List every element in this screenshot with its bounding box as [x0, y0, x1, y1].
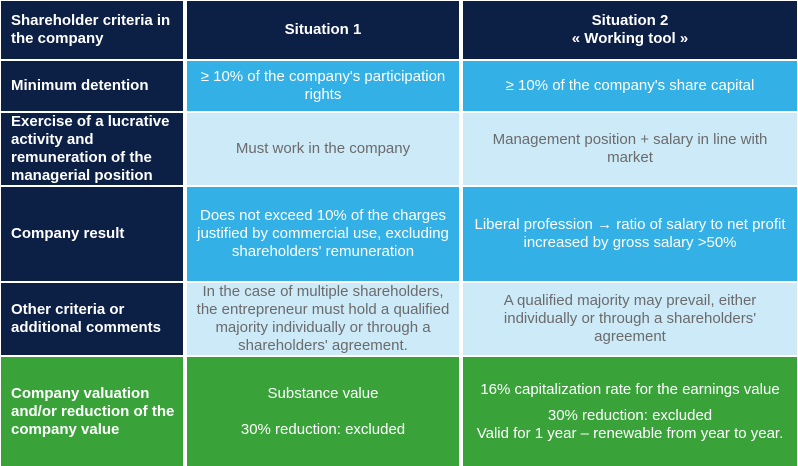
header-criteria-text: Shareholder criteria in the company: [11, 12, 171, 47]
cell-text-reduction: 30% reduction: excluded: [547, 406, 713, 424]
cell-company-result-s2: Liberal profession → ratio of salary to …: [463, 187, 797, 281]
row-label-minimum-detention: Minimum detention: [1, 61, 183, 111]
row-label-text: Other criteria or additional comments: [11, 301, 162, 336]
cell-minimum-detention-s2: ≥ 10% of the company's share capital: [463, 61, 797, 111]
cell-lucrative-activity-s1: Must work in the company: [187, 113, 459, 185]
cell-text-reduction: 30% reduction: excluded: [240, 420, 406, 438]
row-label-text: Company result: [11, 225, 125, 242]
cell-company-result-s1: Does not exceed 10% of the charges justi…: [187, 187, 459, 281]
cell-other-criteria-s2: A qualified majority may prevail, either…: [463, 283, 797, 355]
cell-text: A qualified majority may prevail, either…: [503, 292, 757, 345]
cell-text: Does not exceed 10% of the charges justi…: [197, 207, 449, 260]
header-situation-1-text: Situation 1: [284, 21, 362, 38]
cell-text: ≥ 10% of the company's participation rig…: [200, 68, 446, 103]
row-label-other-criteria: Other criteria or additional comments: [1, 283, 183, 355]
cell-other-criteria-s1: In the case of multiple shareholders, th…: [187, 283, 459, 355]
cell-text: ≥ 10% of the company's share capital: [505, 77, 755, 94]
header-situation-2-title: Situation 2: [591, 12, 669, 29]
row-label-company-valuation: Company valuation and/or reduction of th…: [1, 357, 183, 466]
cell-text: Liberal profession → ratio of salary to …: [474, 216, 786, 251]
row-label-text: Exercise of a lucrative activity and rem…: [11, 113, 170, 184]
row-label-company-result: Company result: [1, 187, 183, 281]
cell-text: Must work in the company: [235, 140, 411, 157]
cell-text: In the case of multiple shareholders, th…: [196, 283, 450, 354]
cell-text-validity: Valid for 1 year – renewable from year t…: [476, 424, 784, 442]
cell-company-valuation-s2: 16% capitalization rate for the earnings…: [463, 357, 797, 466]
row-label-text: Company valuation and/or reduction of th…: [11, 384, 175, 438]
row-label-lucrative-activity: Exercise of a lucrative activity and rem…: [1, 113, 183, 185]
row-label-text: Minimum detention: [11, 77, 149, 94]
header-situation-1: Situation 1: [187, 1, 459, 59]
header-situation-2: Situation 2 « Working tool »: [463, 1, 797, 59]
cell-minimum-detention-s1: ≥ 10% of the company's participation rig…: [187, 61, 459, 111]
cell-text-substance-value: Substance value: [267, 384, 379, 402]
header-criteria: Shareholder criteria in the company: [1, 1, 183, 59]
cell-text-capitalization-rate: 16% capitalization rate for the earnings…: [480, 380, 780, 398]
cell-company-valuation-s1: Substance value 30% reduction: excluded: [187, 357, 459, 466]
cell-lucrative-activity-s2: Management position + salary in line wit…: [463, 113, 797, 185]
cell-text: Management position + salary in line wit…: [492, 131, 768, 166]
header-situation-2-subtitle: « Working tool »: [571, 30, 689, 47]
